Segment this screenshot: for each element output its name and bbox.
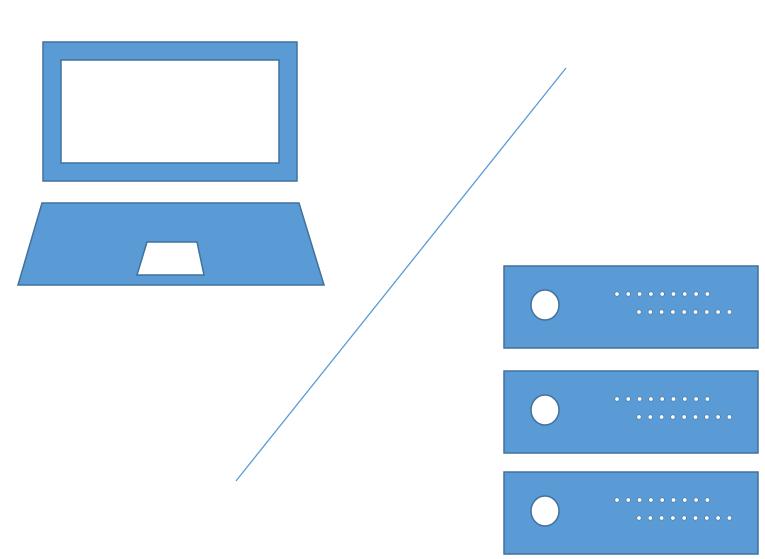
- vent-dot: [670, 497, 676, 503]
- vent-dot: [659, 414, 665, 420]
- vent-dot: [636, 515, 642, 521]
- vent-dot: [670, 309, 676, 315]
- laptop-touchpad: [135, 241, 205, 276]
- server-unit: [503, 370, 759, 454]
- vent-dot: [682, 396, 688, 402]
- server-unit: [503, 265, 759, 349]
- power-button-icon: [530, 289, 560, 321]
- vent-dot: [692, 309, 698, 315]
- vent-dot: [681, 309, 687, 315]
- vent-dot: [682, 497, 688, 503]
- vent-dot: [692, 414, 698, 420]
- vent-dot: [670, 396, 676, 402]
- server-icon: [503, 265, 759, 555]
- vent-dot: [636, 309, 642, 315]
- vent-dot: [704, 396, 710, 402]
- vent-dot: [659, 396, 665, 402]
- vent-dot: [614, 497, 620, 503]
- vent-dot: [659, 291, 665, 297]
- vent-dot: [670, 515, 676, 521]
- vent-dot: [648, 291, 654, 297]
- vent-dot: [693, 396, 699, 402]
- vent-dot: [636, 414, 642, 420]
- power-button-icon: [530, 394, 560, 426]
- vent-dot: [726, 309, 732, 315]
- vent-dot: [647, 414, 653, 420]
- vent-dot: [682, 291, 688, 297]
- vent-dot: [614, 396, 620, 402]
- vent-dot: [637, 497, 643, 503]
- vent-dot: [681, 414, 687, 420]
- vent-dot: [704, 291, 710, 297]
- laptop-icon: [16, 41, 326, 286]
- vent-dot: [726, 414, 732, 420]
- vent-dot: [648, 396, 654, 402]
- vent-dot: [726, 515, 732, 521]
- vent-dot: [659, 515, 665, 521]
- vent-dot: [681, 515, 687, 521]
- vent-dot: [637, 291, 643, 297]
- vent-dot: [670, 291, 676, 297]
- vent-dot: [625, 396, 631, 402]
- vent-dot: [704, 497, 710, 503]
- vent-dot: [693, 497, 699, 503]
- vent-dot: [715, 414, 721, 420]
- laptop-screen-display: [60, 59, 280, 164]
- vent-dot: [647, 515, 653, 521]
- vent-dot: [670, 414, 676, 420]
- power-button-icon: [530, 495, 560, 527]
- vent-dot: [692, 515, 698, 521]
- vent-dot: [648, 497, 654, 503]
- vent-dot: [715, 309, 721, 315]
- vent-dot: [614, 291, 620, 297]
- vent-dot: [659, 309, 665, 315]
- vent-dot: [625, 291, 631, 297]
- vent-dot: [625, 497, 631, 503]
- vent-dot: [704, 414, 710, 420]
- vent-dot: [704, 515, 710, 521]
- vent-dot: [647, 309, 653, 315]
- vent-dot: [637, 396, 643, 402]
- connection-line: [235, 67, 567, 482]
- server-unit: [503, 471, 759, 555]
- server-unit-body: [503, 471, 759, 555]
- vent-dot: [659, 497, 665, 503]
- vent-dot: [704, 309, 710, 315]
- vent-dot: [715, 515, 721, 521]
- vent-dot: [693, 291, 699, 297]
